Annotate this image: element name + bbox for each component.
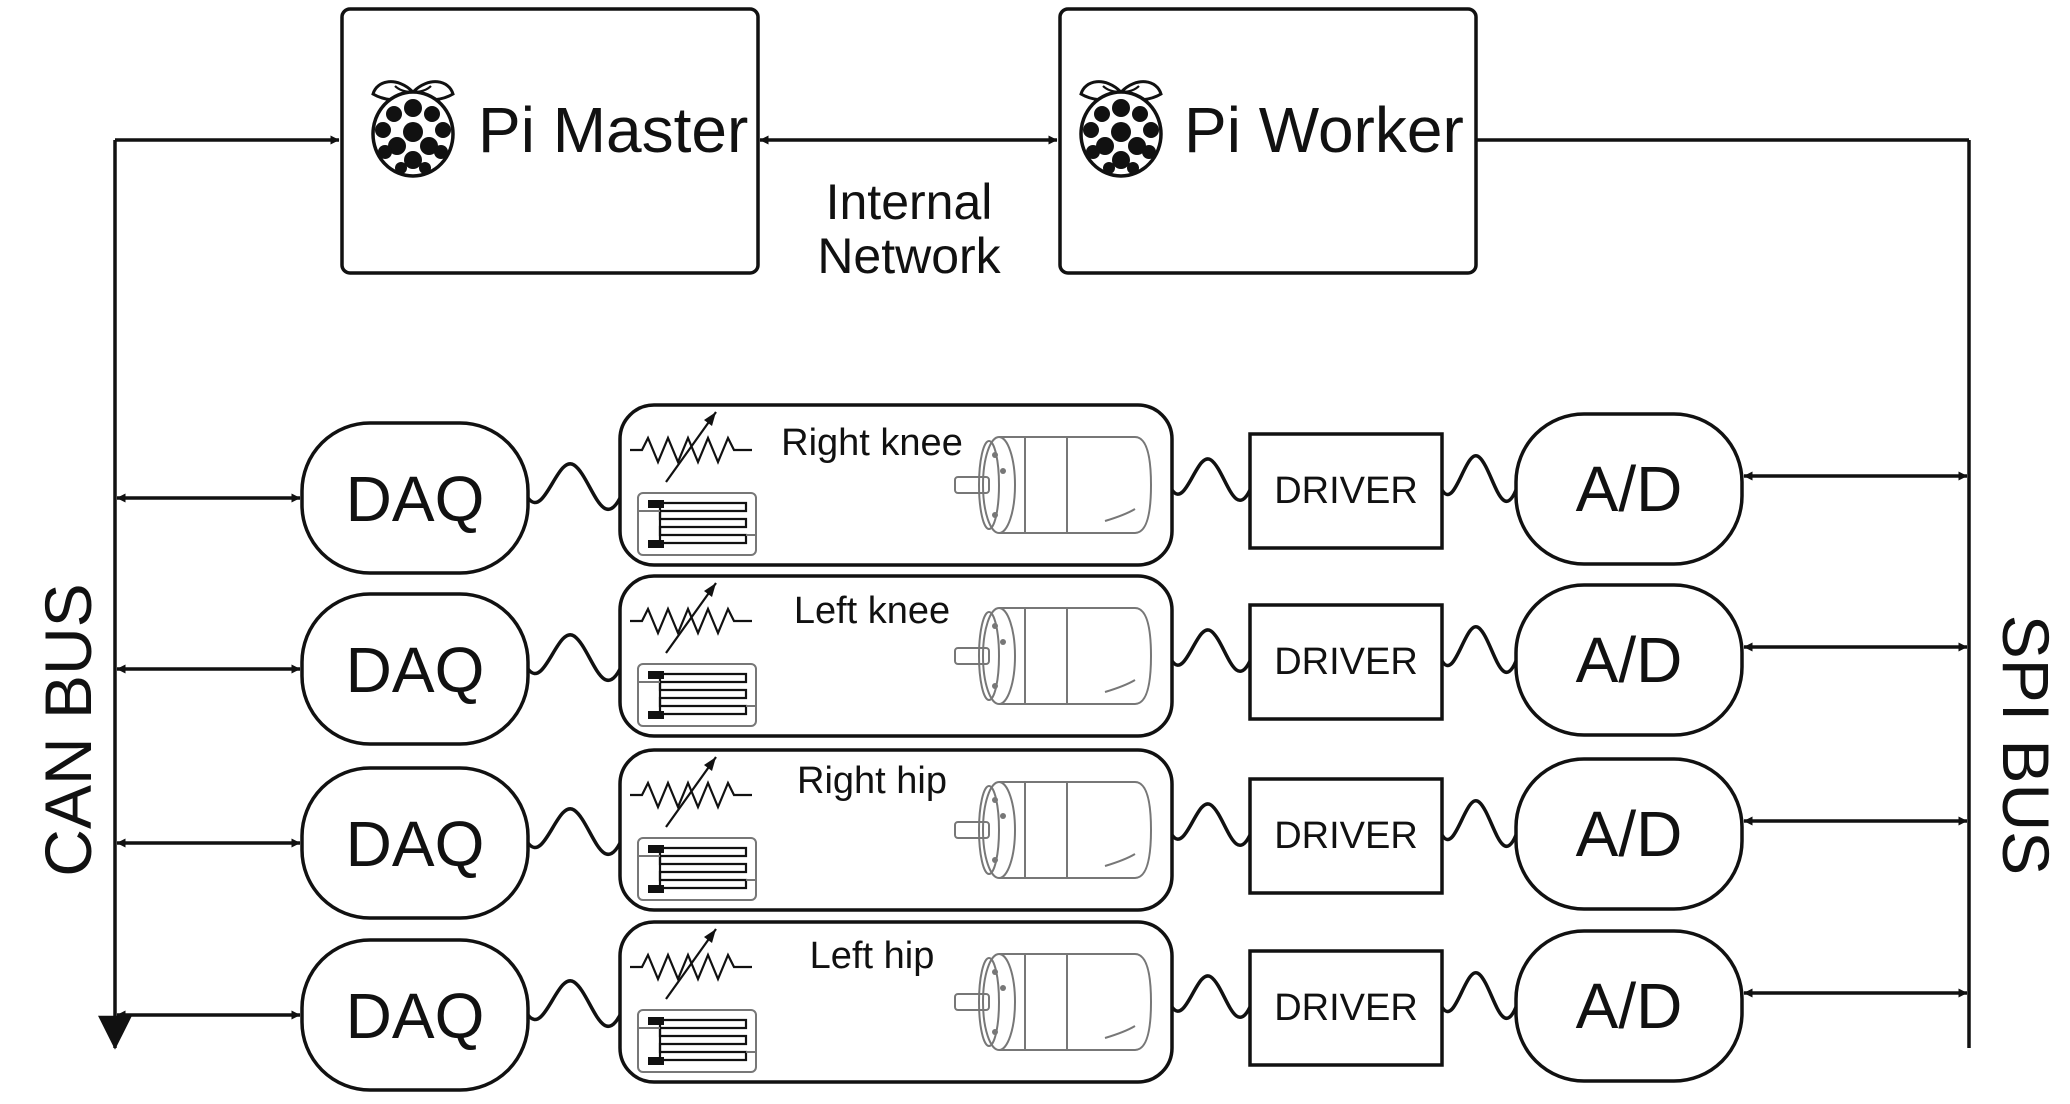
driver-ad-wire [1440,625,1518,674]
ad-label: A/D [1576,624,1683,696]
ad-label: A/D [1576,453,1683,525]
joint-module: Right knee [618,403,1174,567]
driver-label: DRIVER [1274,641,1418,683]
pi-master-box: Pi Master [340,7,760,275]
daq-joint-wire [526,633,622,682]
joint-module: Left hip [618,920,1174,1084]
daq-joint-wire [526,807,622,856]
daq-label: DAQ [346,808,485,880]
can-bus-label: CAN BUS [31,583,105,876]
pi-worker-box: Pi Worker [1058,7,1478,275]
strain-gauge-icon [636,836,758,902]
pi-worker-label: Pi Worker [1184,94,1464,166]
driver-ad-wire [1440,799,1518,848]
can-bus-line [98,135,340,1050]
potentiometer-icon [628,755,754,829]
ad-converter: A/D [1514,412,1744,566]
potentiometer-icon [628,927,754,1001]
driver-ad-wire [1440,971,1518,1020]
driver-unit: DRIVER [1248,603,1444,721]
driver-label: DRIVER [1274,987,1418,1029]
potentiometer-icon [628,410,754,484]
daq-label: DAQ [346,980,485,1052]
dc-motor-icon [954,607,1152,705]
strain-gauge-icon [636,662,758,728]
joint-label: Right hip [797,760,947,802]
dc-motor-icon [954,781,1152,879]
spi-bus-line [1476,138,1971,1048]
joint-driver-wire [1170,802,1252,847]
network-label-line1: Internal [826,174,993,230]
strain-gauge-icon [636,1008,758,1074]
driver-label: DRIVER [1274,470,1418,512]
daq-unit: DAQ [300,938,530,1092]
daq-label: DAQ [346,634,485,706]
driver-unit: DRIVER [1248,777,1444,895]
raspberry-pi-icon [371,79,455,178]
ad-label: A/D [1576,798,1683,870]
joint-module: Left knee [618,574,1174,738]
daq-unit: DAQ [300,766,530,920]
daq-unit: DAQ [300,592,530,746]
raspberry-pi-icon [1079,79,1163,178]
potentiometer-icon [628,581,754,655]
daq-label: DAQ [346,463,485,535]
joint-driver-wire [1170,974,1252,1019]
joint-driver-wire [1170,457,1252,502]
daq-unit: DAQ [300,421,530,575]
joint-label: Left knee [794,590,950,632]
ad-converter: A/D [1514,583,1744,737]
driver-label: DRIVER [1274,815,1418,857]
ad-converter: A/D [1514,929,1744,1083]
ad-label: A/D [1576,970,1683,1042]
strain-gauge-icon [636,491,758,557]
joint-driver-wire [1170,628,1252,673]
daq-joint-wire [526,979,622,1028]
joint-label: Left hip [810,935,935,977]
driver-unit: DRIVER [1248,432,1444,550]
joint-label: Right knee [781,422,963,464]
daq-joint-wire [526,462,622,511]
pi-master-label: Pi Master [478,94,748,166]
dc-motor-icon [954,953,1152,1051]
spi-bus-label: SPI BUS [1989,615,2063,875]
driver-ad-wire [1440,454,1518,503]
driver-unit: DRIVER [1248,949,1444,1067]
ad-converter: A/D [1514,757,1744,911]
network-label-line2: Network [817,228,1001,284]
dc-motor-icon [954,436,1152,534]
joint-module: Right hip [618,748,1174,912]
